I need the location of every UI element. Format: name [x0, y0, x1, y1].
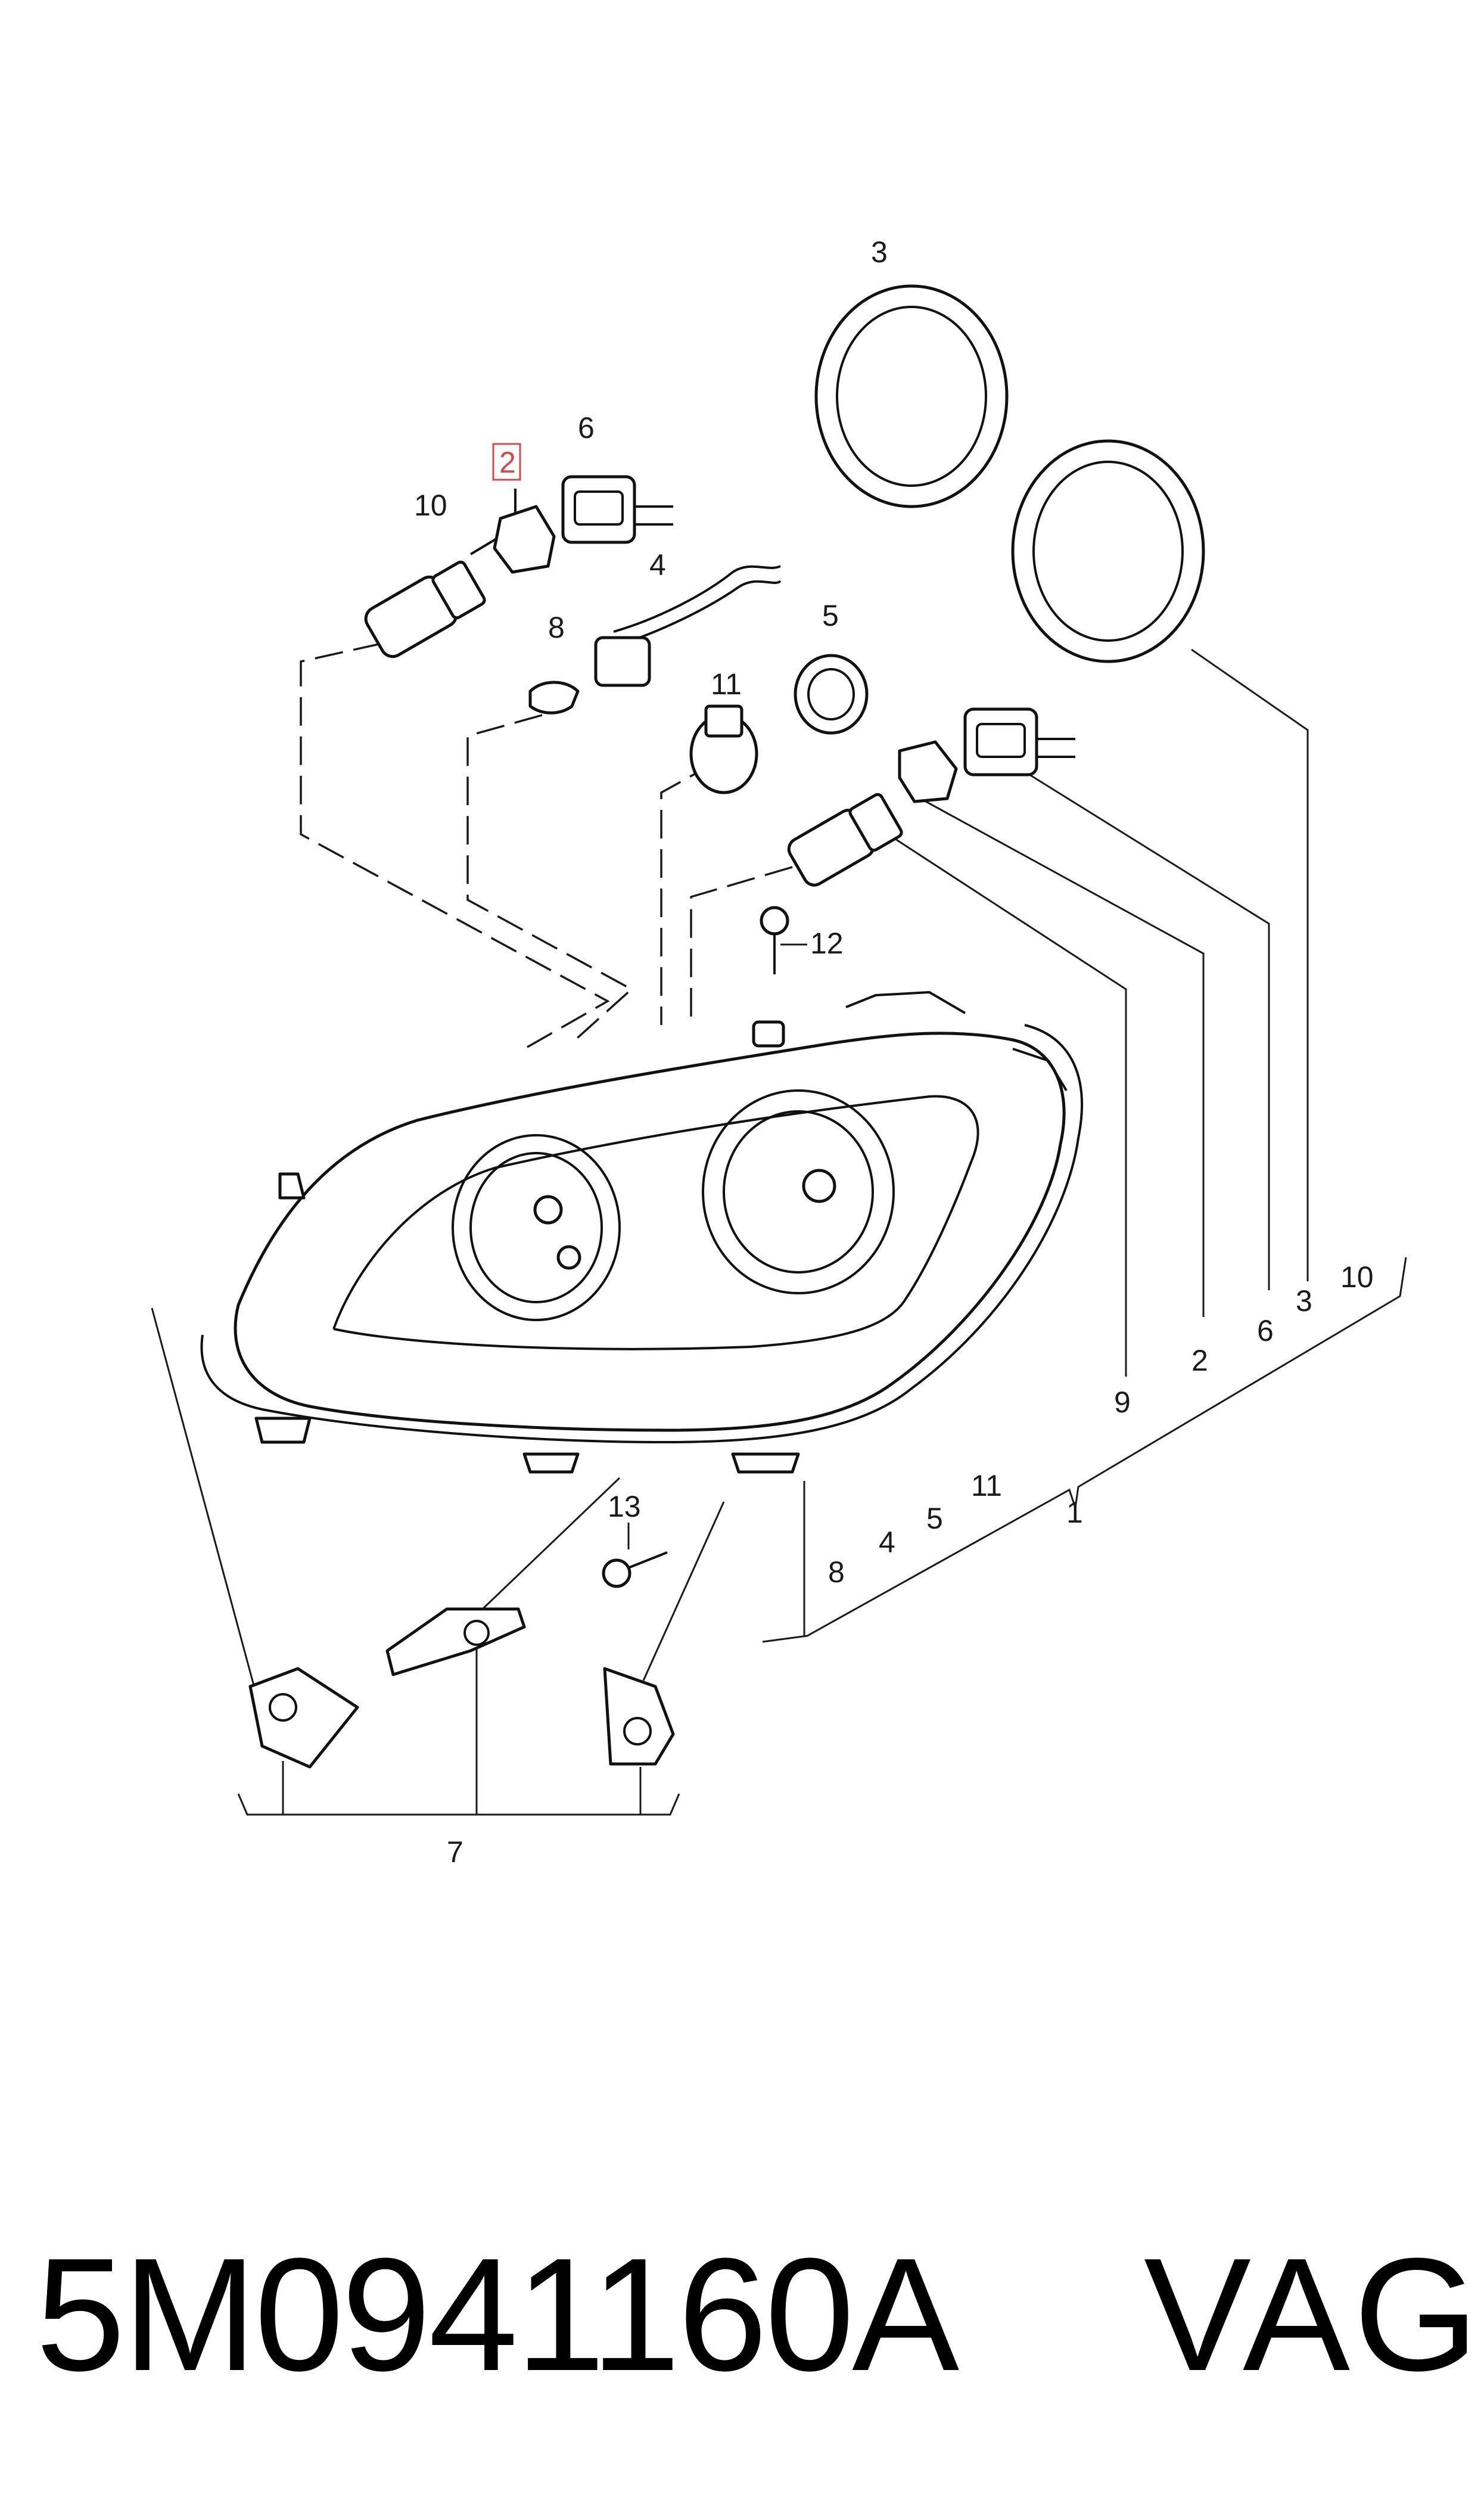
cap-3-top	[814, 284, 1009, 508]
screw-12	[760, 906, 789, 974]
callout-3-top: 3	[871, 235, 888, 269]
callout-3-bottom: 3	[1296, 1284, 1312, 1318]
callout-10-top: 10	[414, 489, 447, 522]
bulb-holder-2b	[898, 740, 958, 803]
screw-13	[602, 1551, 668, 1588]
callout-13: 13	[608, 1490, 641, 1523]
callout-11-bottom: 11	[971, 1469, 1002, 1502]
bulb-9	[787, 793, 903, 887]
bulb-11	[689, 704, 758, 794]
callout-5-bottom: 5	[926, 1502, 943, 1535]
leader-lines	[151, 642, 1407, 1816]
callout-6-top: 6	[578, 411, 595, 445]
callout-12: 12	[810, 927, 844, 960]
callouts: 3 2 6 10 4 5 8 11 12 10 3 6 2 9 11 1 5 4…	[414, 235, 1374, 1869]
callout-8-bottom: 8	[828, 1555, 845, 1589]
cap-3-bottom	[1011, 439, 1205, 663]
callout-1: 1	[1066, 1496, 1083, 1529]
connector-6b	[963, 707, 1075, 776]
callout-2: 2	[499, 446, 516, 479]
callout-8-top: 8	[548, 611, 565, 644]
wiring-4	[594, 565, 782, 687]
bulb-8	[528, 681, 580, 715]
footer: 5M0941160A VAG	[36, 2217, 1479, 2414]
socket-5	[794, 654, 869, 735]
callout-2-bottom: 2	[1191, 1344, 1208, 1377]
bulb-holder-2	[493, 489, 556, 574]
callout-5-top: 5	[822, 599, 839, 632]
connector-6	[561, 475, 673, 544]
callout-4-bottom: 4	[879, 1526, 895, 1559]
callout-7: 7	[447, 1835, 463, 1869]
callout-4-top: 4	[649, 548, 666, 582]
callout-9: 9	[1114, 1386, 1131, 1419]
brand-label: VAG	[1144, 2225, 1483, 2405]
callout-10-bottom: 10	[1340, 1260, 1374, 1294]
callout-11-top: 11	[711, 667, 742, 701]
part-number: 5M0941160A	[36, 2225, 959, 2405]
callout-2-highlight	[492, 443, 521, 481]
callout-6-bottom: 6	[1257, 1314, 1274, 1347]
bracket-7-left	[248, 1667, 359, 1769]
bracket-7-right	[603, 1667, 675, 1766]
headlight-housing	[200, 991, 1083, 1474]
bulb-10	[364, 535, 502, 659]
bracket-7-middle	[385, 1607, 526, 1676]
